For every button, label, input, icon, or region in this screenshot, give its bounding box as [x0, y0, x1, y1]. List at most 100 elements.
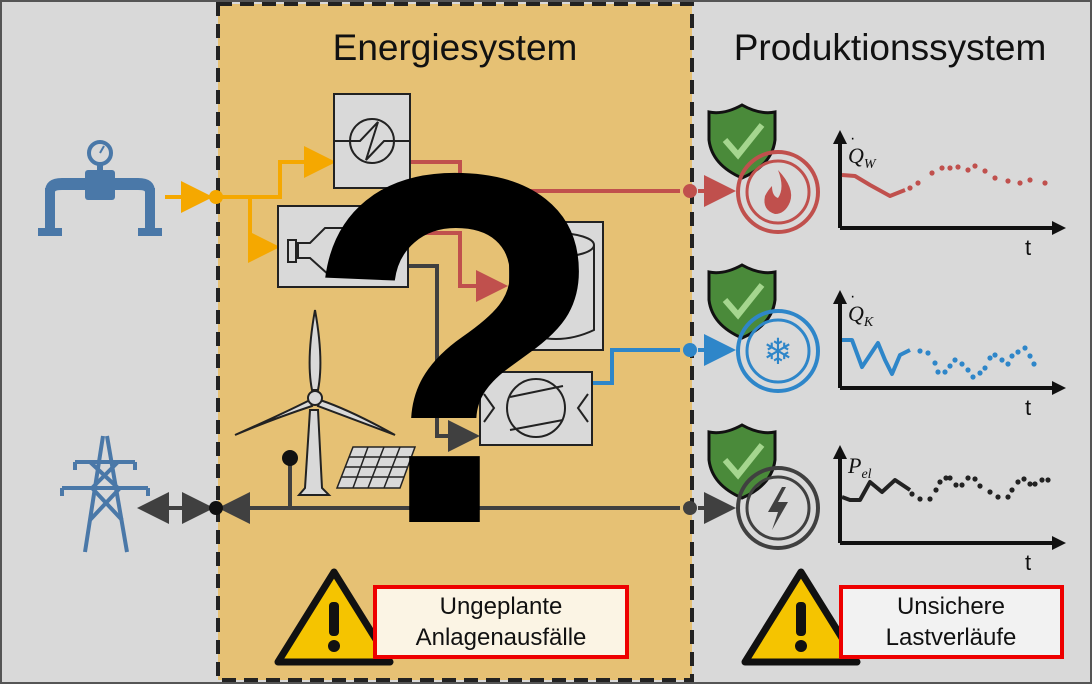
heat-flow-lines [408, 160, 736, 302]
chart-cold-xlabel: t [1025, 395, 1031, 420]
chart-forecast-point [935, 369, 941, 375]
gas-pipe-icon [38, 140, 162, 236]
chart-forecast-point [927, 496, 933, 502]
chart-forecast-point [965, 167, 971, 173]
chart-forecast-point [1017, 180, 1023, 186]
chart-forecast-point [965, 367, 971, 373]
chart-measured-curve [841, 173, 906, 198]
chart-forecast-point [1039, 477, 1045, 483]
chart-forecast-point [982, 168, 988, 174]
flame-icon [736, 150, 820, 234]
dot-accent: · [850, 130, 855, 147]
chart-axis-arrow [1052, 221, 1066, 235]
chart-forecast-point [992, 352, 998, 358]
chart-forecast-point [1027, 177, 1033, 183]
warning-icon [741, 568, 861, 666]
dot-accent: · [850, 288, 855, 305]
chart-forecast-point [1032, 481, 1038, 487]
chart-forecast-point [987, 489, 993, 495]
chart-axis-arrow [1052, 536, 1066, 550]
chart-forecast-point [977, 370, 983, 376]
chart-forecast-point [1031, 361, 1037, 367]
snowflake-icon: ❄ [736, 309, 820, 393]
power-flow-lines [137, 264, 736, 524]
production-system-title: Produktionssystem [734, 27, 1047, 68]
chart-forecast-point [925, 350, 931, 356]
chart-forecast-point [977, 483, 983, 489]
chart-axes [838, 302, 1055, 390]
warning-box-outages [373, 585, 629, 659]
chart-forecast-point [972, 476, 978, 482]
warning-loads-line2: Lastverläufe [886, 624, 1017, 651]
cold-node [683, 343, 697, 357]
wind-turbine-icon [234, 309, 396, 496]
battery-node [282, 450, 298, 466]
warning-outages-line2: Anlagenausfälle [416, 624, 587, 651]
chart-axes [838, 457, 1055, 545]
chart-forecast-point [970, 374, 976, 380]
chart-forecast-point [909, 491, 915, 497]
chart-forecast-point [907, 185, 913, 191]
shield-check-icon [707, 423, 777, 500]
chart-forecast-point [943, 475, 949, 481]
chart-axes [838, 142, 1055, 230]
warning-icon [274, 568, 394, 666]
heat-node [683, 184, 697, 198]
chart-axis-arrow [833, 130, 847, 144]
chart-power-ylabel: Pel [847, 453, 872, 482]
chart-forecast-point [1009, 353, 1015, 359]
chart-forecast-point [1027, 353, 1033, 359]
grid-node [209, 501, 223, 515]
chart-forecast-point [1022, 345, 1028, 351]
chart-measured-curve [842, 338, 911, 376]
cold-flow-lines [592, 334, 736, 385]
chart-forecast-point [939, 165, 945, 171]
chart-forecast-point [932, 360, 938, 366]
chart-forecast-point [1027, 481, 1033, 487]
chp-engine-icon [277, 205, 409, 288]
warning-box-loads [839, 585, 1064, 659]
question-mark: ? [302, 69, 607, 628]
chart-forecast-point [959, 361, 965, 367]
chart-heat-ylabel: QW [848, 143, 877, 172]
thermal-storage-icon [509, 221, 604, 351]
chart-forecast-point [1042, 180, 1048, 186]
chart-cold-ylabel: QK [848, 301, 874, 330]
energy-system-title: Energiesystem [333, 27, 578, 68]
shield-check-icon [707, 263, 777, 340]
chart-forecast-point [942, 369, 948, 375]
chart-axis-arrow [1052, 381, 1066, 395]
warning-outages-line1: Ungeplante [440, 593, 563, 620]
chart-forecast-point [1009, 487, 1015, 493]
chart-forecast-point [947, 475, 953, 481]
lightning-icon [736, 466, 820, 550]
chart-forecast-point [952, 357, 958, 363]
chart-forecast-point [937, 479, 943, 485]
chart-measured-curve [841, 478, 912, 502]
chart-forecast-point [929, 170, 935, 176]
chart-axis-arrow [833, 290, 847, 304]
chart-forecast-point [1005, 178, 1011, 184]
chart-axis-arrow [833, 445, 847, 459]
solar-panel-icon [335, 446, 417, 489]
chart-forecast-point [955, 164, 961, 170]
chart-forecast-point [1045, 477, 1051, 483]
energy-system-area [216, 2, 694, 682]
chart-forecast-point [1015, 479, 1021, 485]
chart-forecast-point [959, 482, 965, 488]
gas-flow-lines [165, 146, 336, 263]
gas-node [209, 190, 223, 204]
svg-text:❄: ❄ [763, 332, 793, 373]
chart-forecast-point [953, 482, 959, 488]
chart-forecast-point [915, 180, 921, 186]
shield-check-icon [707, 103, 777, 180]
chart-forecast-point [917, 496, 923, 502]
power-tower-icon [60, 435, 150, 553]
chart-forecast-point [947, 363, 953, 369]
warning-loads-line1: Unsichere [897, 593, 1005, 620]
chart-forecast-point [917, 348, 923, 354]
chiller-icon [479, 371, 593, 446]
chart-forecast-point [999, 357, 1005, 363]
